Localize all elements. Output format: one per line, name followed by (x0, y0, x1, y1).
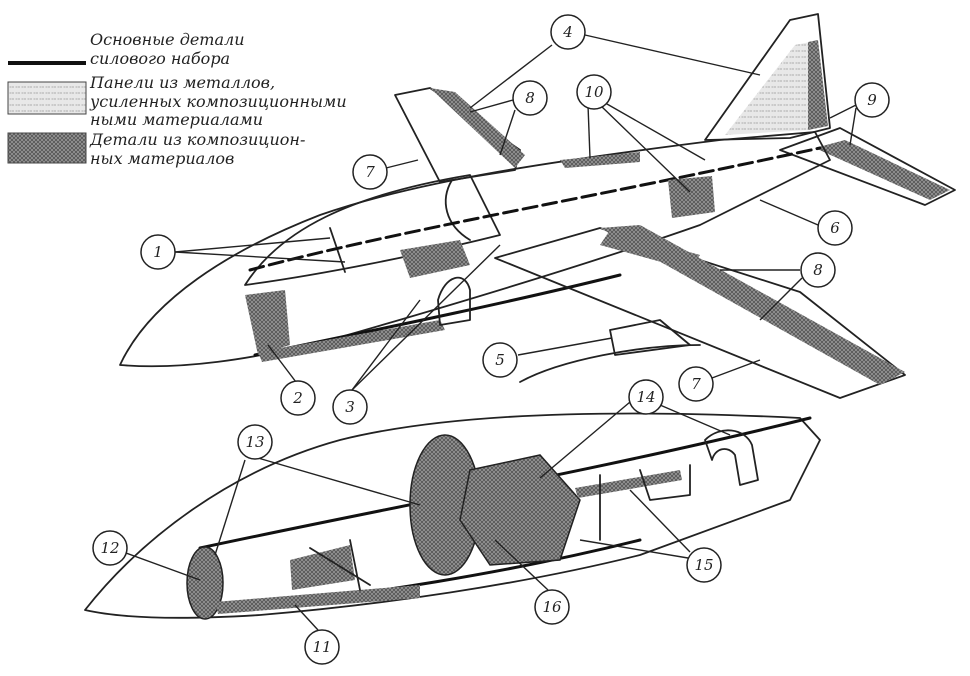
legend-label-line: усиленных композиционными (89, 92, 347, 111)
far-wing-composite (430, 88, 525, 168)
nose-composite-panel (245, 290, 290, 355)
legend-label-line: ными материалами (90, 110, 263, 129)
ventral-fin (609, 319, 691, 356)
fuselage-rear-composite (668, 176, 715, 218)
callout-4: 4 (562, 23, 573, 41)
callout-1: 1 (153, 243, 163, 261)
callout-7: 7 (691, 375, 701, 393)
legend-label-line: силового набора (90, 49, 230, 68)
callout-6: 6 (830, 219, 840, 237)
callout-3: 3 (345, 398, 355, 416)
callout-14: 14 (636, 388, 655, 406)
callout-12: 12 (100, 539, 119, 557)
callout-16: 16 (542, 598, 562, 616)
stringer-composite (575, 470, 682, 498)
aircraft-top-view (119, 13, 956, 399)
callout-5: 5 (495, 351, 505, 369)
legend-label-line: Основные детали (90, 30, 245, 49)
callout-2: 2 (292, 389, 303, 407)
callout-15: 15 (694, 556, 713, 574)
legend-item-composite-parts: Детали из композицион- ных материалов (7, 130, 305, 168)
fuselage-mid-composite (400, 240, 470, 278)
rear-frame-composite (459, 454, 581, 566)
side-frame (309, 539, 371, 591)
callout-10: 10 (584, 83, 604, 101)
callout-7: 7 (365, 163, 375, 181)
legend-item-main-structure: Основные детали силового набора (8, 30, 245, 68)
horizontal-stabilizer (779, 127, 956, 206)
canopy-ring (444, 179, 471, 241)
vertical-tail-panel (725, 42, 810, 135)
legend-label-line: Панели из металлов, (89, 73, 275, 92)
canopy (244, 174, 501, 286)
callouts: 1 2 3 4 5 6 7 7 8 (92, 14, 890, 665)
fuselage-composite-strip (258, 320, 445, 362)
stabilizer-composite (815, 140, 950, 200)
cutaway-fuselage (84, 412, 821, 619)
wing-composite-root (600, 230, 700, 270)
nose-bulkhead (186, 546, 224, 620)
vertical-tail (704, 13, 831, 141)
callout-13: 13 (245, 433, 264, 451)
main-wing (494, 227, 906, 399)
legend-item-metal-panels: Панели из металлов, усиленных композицио… (7, 73, 347, 129)
callout-9: 9 (867, 91, 877, 109)
structural-spine (248, 146, 822, 272)
canopy-frame (329, 227, 346, 273)
fuselage-cutaway (84, 412, 821, 620)
legend-swatch-light-hatch (7, 81, 87, 115)
air-intake (437, 276, 471, 326)
legend-label-line: ных материалов (90, 149, 234, 168)
legend: Основные детали силового набора Панели и… (7, 30, 347, 168)
callout-11: 11 (312, 638, 331, 656)
callout-8: 8 (813, 261, 823, 279)
tail-frame (704, 429, 759, 486)
cutaway-edge (599, 464, 691, 541)
ventral-fin-outline (519, 344, 701, 383)
side-panel-composite (290, 545, 355, 590)
keel-composite (215, 585, 420, 614)
callout-8: 8 (525, 89, 535, 107)
vertical-tail-composite (808, 40, 828, 130)
legend-swatch-dense-hatch (7, 132, 87, 164)
fuselage-light-panel (560, 152, 640, 168)
legend-label-line: Детали из композицион- (89, 130, 305, 149)
